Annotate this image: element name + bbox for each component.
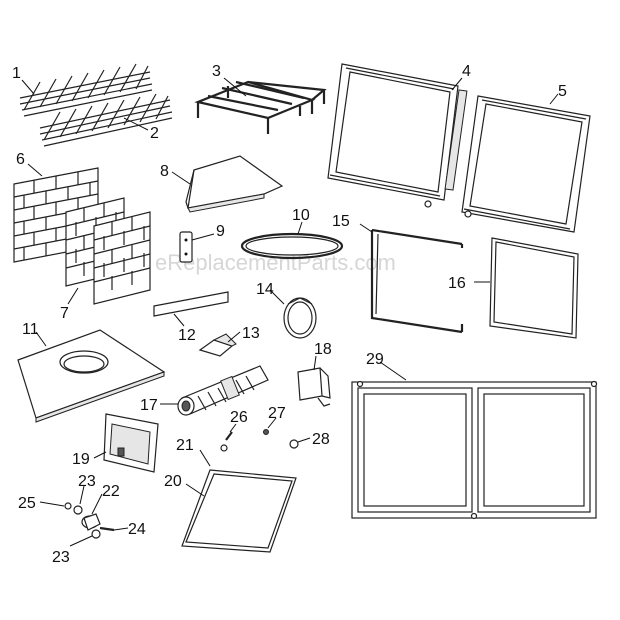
callout-20: 20 <box>164 473 182 490</box>
part-2-grate-lower <box>39 93 173 147</box>
callout-6: 6 <box>16 151 25 168</box>
leader-lines <box>21 77 559 547</box>
part-14-collar <box>283 297 317 339</box>
callout-labels: 1 2 3 4 5 6 7 8 9 10 11 12 13 14 15 16 1… <box>12 63 567 566</box>
callout-14: 14 <box>256 281 274 298</box>
callout-11: 11 <box>22 321 39 338</box>
part-22-valve-fitting <box>81 513 101 531</box>
callout-13: 13 <box>242 325 260 342</box>
callout-7: 7 <box>60 305 69 322</box>
part-27-screw <box>263 429 269 435</box>
callout-23-lower: 23 <box>52 549 70 566</box>
callout-19: 19 <box>72 451 90 468</box>
callout-22: 22 <box>102 483 120 500</box>
callout-21: 21 <box>176 437 194 454</box>
part-26-screw <box>220 431 233 452</box>
callout-10: 10 <box>292 207 310 224</box>
callout-1: 1 <box>12 65 21 82</box>
callout-18: 18 <box>314 341 332 358</box>
part-1-grate-upper <box>19 63 153 117</box>
callout-9: 9 <box>216 223 225 240</box>
part-3-log-grate <box>194 80 327 134</box>
callout-12: 12 <box>178 327 196 344</box>
callout-29: 29 <box>366 351 384 368</box>
callout-8: 8 <box>160 163 169 180</box>
part-5-door-frame <box>461 95 591 233</box>
part-4-door-frame <box>327 63 468 208</box>
callout-2: 2 <box>150 125 159 142</box>
callout-24: 24 <box>128 521 146 538</box>
part-23-nut-upper <box>73 505 83 515</box>
part-7-brick-panel-side-2 <box>93 211 151 305</box>
part-18-control-box <box>297 367 331 407</box>
part-20-glass-panel <box>181 469 297 553</box>
callout-28: 28 <box>312 431 330 448</box>
part-10-gasket-ring <box>240 232 344 260</box>
callout-27: 27 <box>268 405 286 422</box>
callout-5: 5 <box>558 83 567 100</box>
callout-4: 4 <box>462 63 471 80</box>
part-24-bolt <box>99 526 115 532</box>
part-12-strip <box>153 291 229 317</box>
part-9-bracket <box>179 231 193 263</box>
part-23-nut-lower <box>91 529 101 539</box>
callout-15: 15 <box>332 213 350 230</box>
part-28-nut <box>289 439 299 449</box>
callout-17: 17 <box>140 397 158 414</box>
callout-16: 16 <box>448 275 466 292</box>
part-25-washer <box>64 502 72 510</box>
part-29-double-door <box>351 380 598 520</box>
part-8-baffle <box>185 155 284 213</box>
part-16-screen <box>489 237 579 339</box>
part-15-frame <box>370 228 464 334</box>
part-13-clip <box>198 333 237 357</box>
part-19-valve-panel <box>103 413 159 473</box>
callout-23-upper: 23 <box>78 473 96 490</box>
part-11-top-plate <box>17 329 166 423</box>
callout-26: 26 <box>230 409 248 426</box>
part-17-burner-tube <box>177 365 269 416</box>
callout-25: 25 <box>18 495 36 512</box>
callout-3: 3 <box>212 63 221 80</box>
